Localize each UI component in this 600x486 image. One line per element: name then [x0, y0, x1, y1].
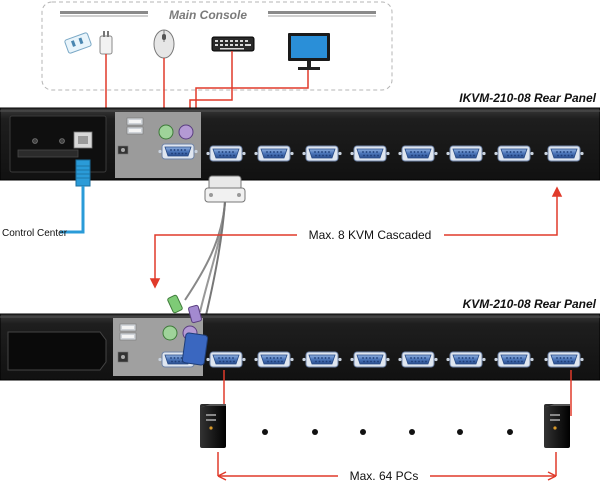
ellipsis-dot [507, 429, 513, 435]
ellipsis-dot [360, 429, 366, 435]
pc-port [349, 145, 391, 162]
kvm-panel-title: KVM-210-08 Rear Panel [463, 297, 597, 311]
control-center-link: Control Center [2, 159, 91, 239]
pc-port [301, 145, 343, 162]
ps2-mouse-port [162, 325, 178, 341]
main-console-group: Main Console [41, 1, 393, 91]
mouse-icon [153, 29, 175, 59]
pc-port [445, 145, 487, 162]
pc-row [200, 370, 572, 448]
ikvm-panel-title: IKVM-210-08 Rear Panel [459, 91, 596, 105]
max-pcs-indicator [217, 452, 557, 481]
pc-port [253, 351, 295, 368]
usb-port [126, 117, 144, 126]
pc-port [493, 145, 535, 162]
usb-port [119, 332, 137, 341]
reset-button [32, 138, 38, 144]
usb-port [126, 126, 144, 135]
power-adapter-icon [64, 31, 113, 55]
vga-plug [181, 332, 209, 366]
cascaded-label: Max. 8 KVM Cascaded [309, 228, 432, 242]
pc-icon [544, 404, 570, 448]
cascade-plugs [167, 294, 209, 366]
lan-cable [60, 186, 85, 234]
ip-module [9, 115, 107, 173]
lan-connector [75, 159, 91, 187]
pc-port [445, 351, 487, 368]
ps2-mouse-port [158, 124, 174, 140]
pc-port [493, 351, 535, 368]
ellipsis-dot [312, 429, 318, 435]
ellipsis-dot [457, 429, 463, 435]
kvm-rear-panel [0, 313, 600, 381]
cascade-indicator [149, 186, 563, 289]
pc-port [205, 351, 247, 368]
max-pcs-label: Max. 64 PCs [350, 469, 419, 483]
pc-port [349, 351, 391, 368]
ellipsis-dot [409, 429, 415, 435]
control-center-label: Control Center [2, 228, 68, 239]
main-console-title: Main Console [169, 8, 247, 22]
usb-port [119, 323, 137, 332]
ikvm-rear-panel [0, 107, 600, 181]
pc-icon [200, 404, 226, 448]
monitor-icon [288, 33, 330, 70]
ps2-keyboard-port [178, 124, 194, 140]
cascade-cable [184, 175, 246, 341]
pc-port [397, 351, 439, 368]
pc-port [301, 351, 343, 368]
keyboard-icon [211, 36, 255, 52]
pc-port [205, 145, 247, 162]
pc-port [543, 145, 585, 162]
blank-slot [7, 331, 107, 371]
ellipsis-dot [262, 429, 268, 435]
pc-port [253, 145, 295, 162]
reboot-button [59, 138, 65, 144]
console-vga-port [157, 143, 199, 160]
main-console-frame [41, 1, 393, 91]
pc-port [397, 145, 439, 162]
pc-port [543, 351, 585, 368]
